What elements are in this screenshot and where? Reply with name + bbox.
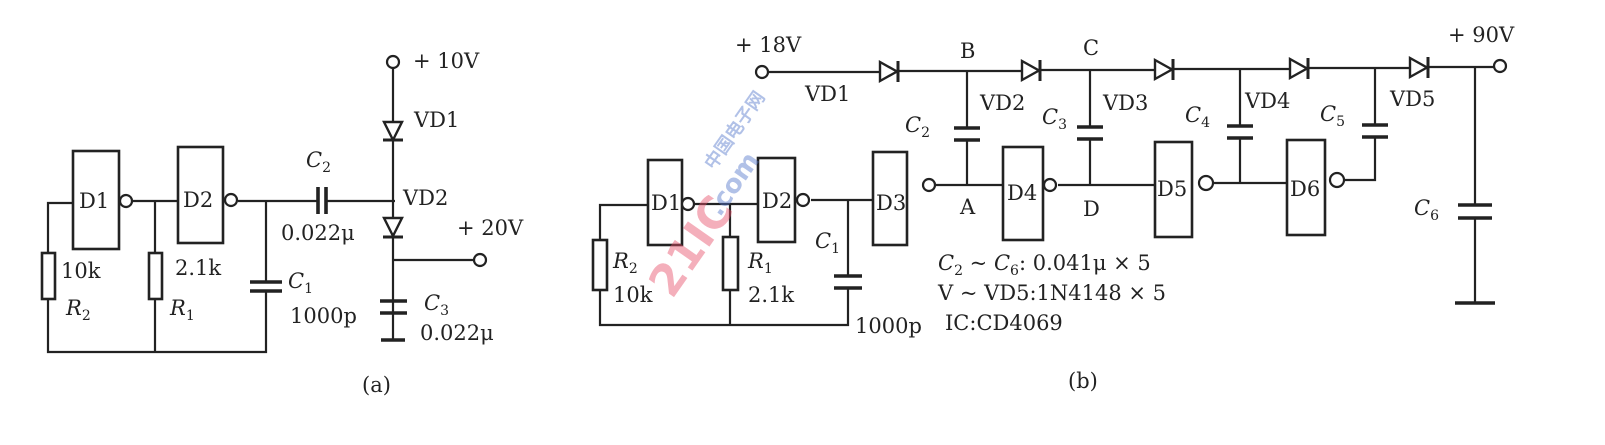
diode-vd4: [1288, 56, 1310, 81]
diode-vd2: [1020, 58, 1042, 83]
value-c1: 1000p: [855, 314, 922, 338]
note-diodes: V ~ VD5:1N4148 × 5: [937, 281, 1166, 305]
diode-vd1: [878, 59, 900, 84]
inverter-d5: [1153, 140, 1194, 239]
gate-label-d5: D5: [1157, 177, 1187, 201]
label-c6: C6: [1414, 196, 1439, 224]
label-plus-90v: + 90V: [1448, 23, 1515, 47]
value-r1: 2.1k: [175, 256, 221, 280]
label-vd4: VD4: [1244, 89, 1290, 113]
caption-a: (a): [362, 373, 391, 397]
value-r2: 10k: [61, 259, 101, 283]
label-c4: C4: [1185, 103, 1210, 131]
label-vd2: VD2: [979, 91, 1025, 115]
panel-b-voltage-multiplier: D1 D2 D3 D4 D5 D6: [591, 23, 1515, 393]
resistor-r2: [591, 238, 609, 292]
value-r1: 2.1k: [748, 283, 794, 307]
gate-label-d1: D1: [651, 191, 681, 215]
terminal-plus-18v: [754, 64, 770, 80]
node-label-d: D: [1083, 197, 1100, 221]
panel-a-frequency-doubler: D1 D2 + 10V VD1 VD2 + 20V C2 0.022μ 10k …: [40, 49, 524, 397]
terminal-plus-20v: [472, 252, 488, 268]
label-r2: R2: [612, 249, 638, 277]
inverter-d3: [871, 150, 909, 247]
diode-vd5: [1408, 55, 1430, 80]
terminal-plus-90v: [1492, 58, 1508, 74]
value-r2: 10k: [613, 283, 653, 307]
inverter-d2: [756, 156, 797, 244]
diode-vd2: [382, 216, 404, 239]
value-c2: 0.022μ: [281, 221, 355, 245]
gate-label-d2: D2: [183, 188, 213, 212]
gate-label-d3: D3: [876, 191, 906, 215]
inverter-d2: [176, 145, 225, 245]
inverter-d1: [71, 149, 121, 251]
label-r1: R1: [169, 296, 195, 324]
terminal-plus-10v: [385, 54, 401, 70]
inverter-d6: [1285, 138, 1327, 237]
resistor-r2: [40, 251, 57, 301]
label-plus-20v: + 20V: [457, 216, 524, 240]
label-c1: C1: [815, 229, 840, 257]
caption-b: (b): [1068, 369, 1098, 393]
label-vd5: VD5: [1389, 87, 1435, 111]
label-vd1: VD1: [804, 82, 850, 106]
gate-label-d2: D2: [762, 189, 792, 213]
diode-vd1: [382, 120, 404, 143]
label-plus-10v: + 10V: [413, 49, 480, 73]
gate-label-d4: D4: [1007, 181, 1037, 205]
label-plus-18v: + 18V: [735, 33, 802, 57]
label-c5: C5: [1320, 102, 1345, 130]
label-vd1: VD1: [413, 108, 459, 132]
gate-label-d1: D1: [79, 189, 109, 213]
label-c3: C3: [424, 291, 449, 319]
wire: [598, 181, 1287, 327]
resistor-r1: [147, 251, 164, 301]
inverter-bubble: [680, 196, 696, 212]
wire: [46, 68, 474, 354]
label-c2: C2: [306, 148, 331, 176]
label-c2: C2: [905, 113, 930, 141]
label-vd3: VD3: [1102, 91, 1148, 115]
label-r2: R2: [65, 296, 91, 324]
node-label-c: C: [1083, 36, 1099, 60]
note-ic: IC:CD4069: [945, 311, 1063, 335]
label-c1: C1: [288, 269, 313, 297]
inverter-bubble: [1042, 177, 1058, 193]
inverter-bubble: [1197, 174, 1215, 192]
value-c3: 0.022μ: [420, 321, 494, 345]
label-c3: C3: [1042, 105, 1067, 133]
inverter-bubble: [921, 177, 937, 193]
inverter-bubble: [223, 192, 239, 208]
inverter-bubble: [795, 192, 811, 208]
inverter-d4: [1001, 145, 1045, 242]
gate-label-d6: D6: [1290, 177, 1320, 201]
label-r1: R1: [747, 249, 773, 277]
inverter-bubble: [1328, 171, 1346, 189]
node-label-b: B: [960, 39, 975, 63]
label-vd2: VD2: [402, 186, 448, 210]
resistor-r1: [721, 235, 740, 292]
value-c1: 1000p: [290, 304, 357, 328]
note-capacitors: C2 ~ C6: 0.041μ × 5: [938, 251, 1151, 279]
diode-vd3: [1153, 57, 1175, 82]
wire: [965, 67, 1477, 303]
inverter-d1: [646, 158, 684, 247]
inverter-bubble: [118, 193, 134, 209]
wire: [768, 65, 1494, 74]
node-label-a: A: [959, 195, 976, 219]
